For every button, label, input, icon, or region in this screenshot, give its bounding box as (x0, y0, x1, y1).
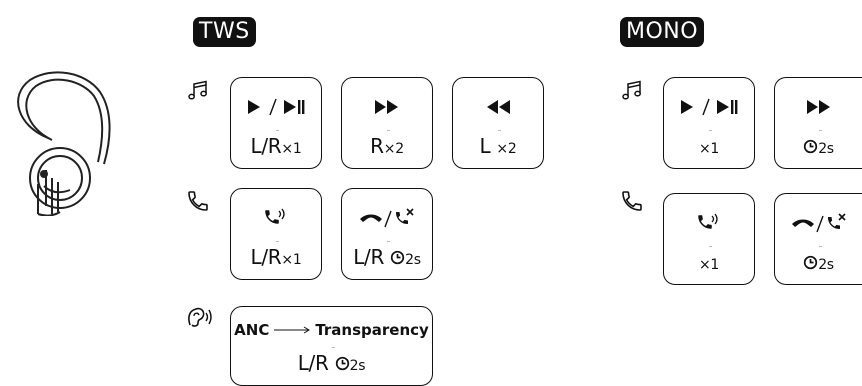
fast-forward-icon (775, 96, 862, 118)
answer-call-icon (231, 207, 321, 229)
fast-forward-icon (342, 96, 432, 118)
tws-title: TWS (193, 17, 256, 47)
card-count: ×1 (281, 252, 302, 268)
tws-anc-toggle-card: ANC Transparency L/R 2s (230, 306, 433, 386)
clock-icon (335, 356, 350, 371)
card-label: L/R (250, 134, 282, 158)
card-label: L/R (297, 351, 329, 375)
ear-sound-icon (184, 305, 214, 329)
arrow-right-icon (274, 326, 311, 334)
card-count: ×1 (698, 257, 720, 273)
rewind-icon (453, 96, 543, 118)
card-duration: 2s (818, 141, 834, 157)
mono-next-track-card: 2s (774, 77, 862, 169)
card-duration: 2s (349, 358, 366, 374)
clock-icon (803, 255, 818, 270)
card-label: L/R (250, 245, 282, 269)
card-label: L (479, 134, 491, 158)
play-pause-icon (231, 96, 321, 118)
mono-answer-call-card: ×1 (663, 193, 755, 285)
card-duration: 2s (818, 257, 834, 273)
card-duration: 2s (405, 252, 421, 268)
card-count: ×1 (698, 141, 720, 157)
card-label: R (370, 134, 384, 158)
music-note-icon (620, 79, 644, 103)
clock-icon (803, 139, 818, 154)
play-pause-icon (664, 96, 754, 118)
music-note-icon (186, 79, 210, 103)
card-label: L/R (353, 245, 385, 269)
earbud-touch-illustration (8, 66, 128, 216)
mono-hang-up-card: 2s (774, 193, 862, 285)
hang-up-reject-icon (342, 207, 432, 229)
phone-icon (620, 189, 644, 213)
tws-previous-track-card: L ×2 (452, 77, 544, 169)
phone-icon (186, 189, 210, 213)
card-count: ×1 (281, 141, 302, 157)
tws-next-track-card: R×2 (341, 77, 433, 169)
tws-play-pause-card: L/R×1 (230, 77, 322, 169)
card-count: ×2 (383, 141, 404, 157)
answer-call-icon (664, 212, 754, 234)
card-count: ×2 (496, 141, 517, 157)
clock-icon (390, 250, 405, 265)
hang-up-reject-icon (775, 212, 862, 234)
tws-hang-up-card: L/R 2s (341, 188, 433, 280)
tws-answer-call-card: L/R×1 (230, 188, 322, 280)
transparency-mode-label: Transparency (315, 321, 429, 339)
anc-mode-label: ANC (234, 321, 270, 339)
mono-title: MONO (620, 17, 705, 47)
mono-play-pause-card: ×1 (663, 77, 755, 169)
